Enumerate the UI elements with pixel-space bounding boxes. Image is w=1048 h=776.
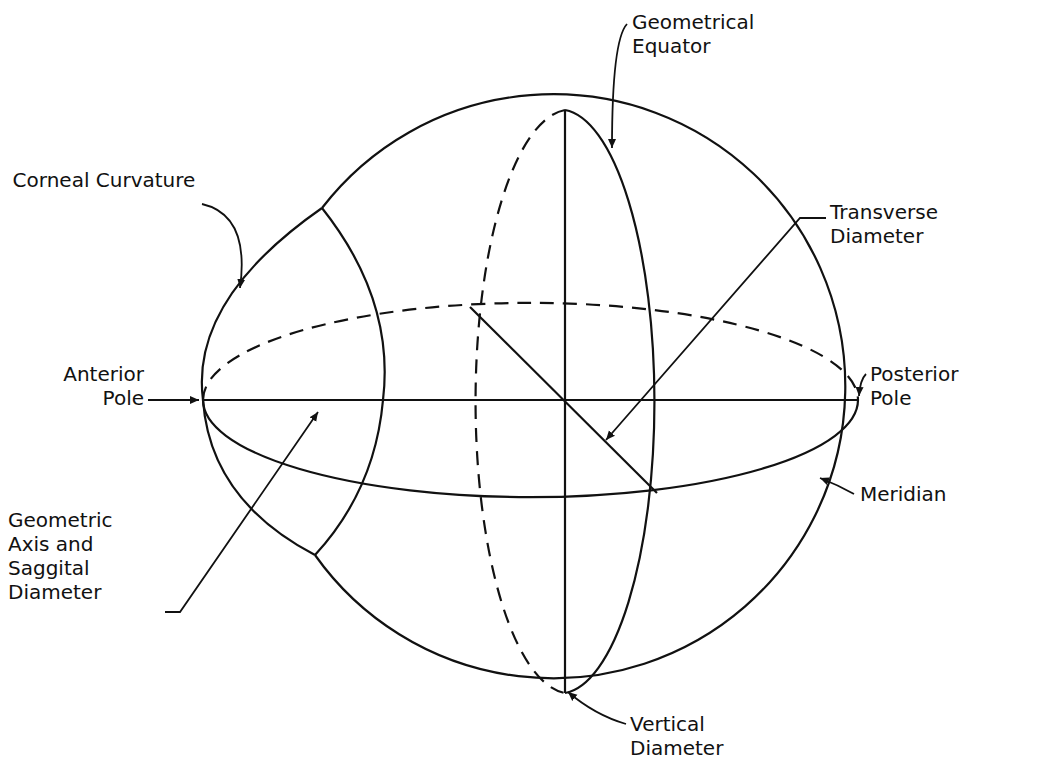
meridian-label: Meridian bbox=[860, 482, 970, 506]
leader-line bbox=[820, 478, 854, 494]
equator-label: Geometrical Equator bbox=[632, 10, 762, 58]
meridian-solid bbox=[203, 400, 858, 497]
leader-line bbox=[202, 204, 242, 288]
equator-solid bbox=[565, 110, 654, 693]
leader-line bbox=[612, 24, 627, 148]
diameter-label: Transverse Diameter bbox=[830, 200, 960, 248]
globe-outline bbox=[315, 94, 845, 678]
leader-line bbox=[148, 399, 199, 401]
leader-line bbox=[859, 374, 866, 396]
leader-line bbox=[165, 412, 318, 612]
cornea-label: Corneal Curvature bbox=[8, 168, 200, 192]
limbus-line bbox=[315, 208, 385, 555]
axis-label: Geometric Axis and Saggital Diameter bbox=[8, 508, 148, 604]
equator-dashed bbox=[476, 110, 565, 693]
cornea-outline bbox=[202, 208, 322, 555]
meridian-dashed bbox=[203, 303, 858, 400]
leader-line bbox=[568, 692, 626, 724]
pole-label: Posterior Pole bbox=[870, 362, 960, 410]
diameter-label: Vertical Diameter bbox=[630, 712, 750, 760]
pole-label: Anterior Pole bbox=[22, 362, 144, 410]
leader-line bbox=[606, 218, 826, 440]
transverse-diameter bbox=[470, 307, 657, 493]
sagittal-diameter bbox=[203, 399, 858, 401]
